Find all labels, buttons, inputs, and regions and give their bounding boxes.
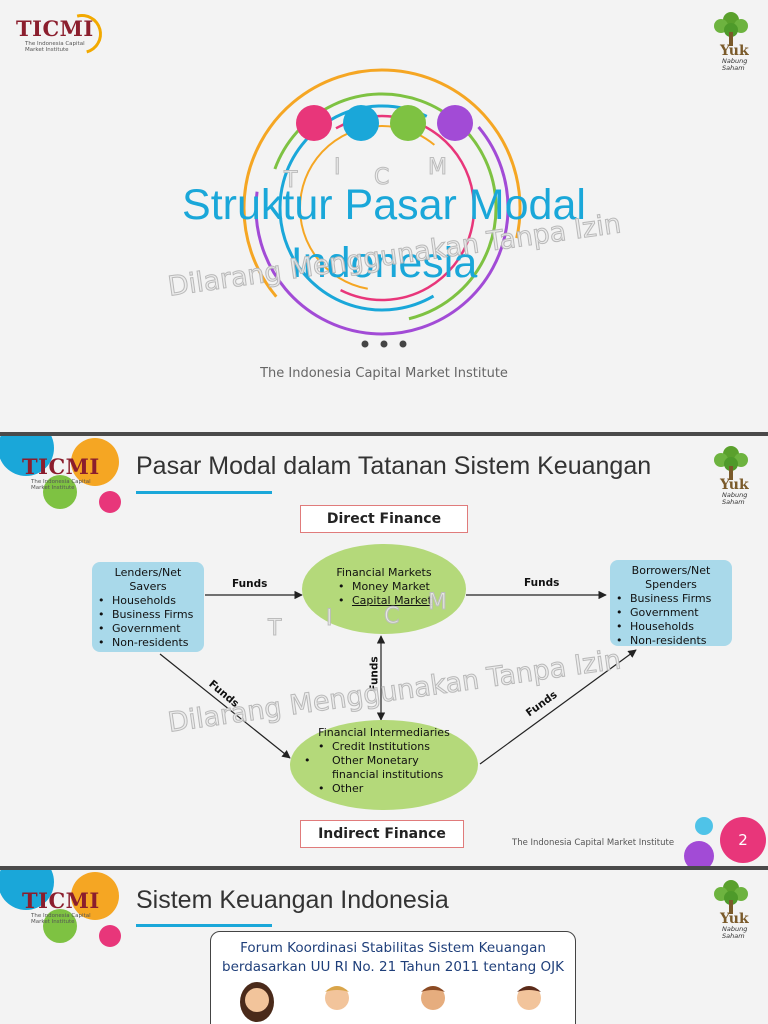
decorative-circles: [0, 436, 121, 513]
forum-line-1: Forum Koordinasi Stabilitas Sistem Keuan…: [240, 940, 546, 956]
people-icons: [240, 982, 541, 1022]
financial-markets-ellipse: Financial Markets Money Market Capital M…: [302, 544, 466, 634]
financial-markets-list: Money Market Capital Market: [338, 580, 466, 608]
yuk-logo-subtext: Nabung Saham: [722, 491, 748, 506]
list-item: Government: [98, 622, 198, 636]
decorative-circles: [0, 870, 121, 947]
slide-2: TICMI The Indonesia Capital Market Insti…: [0, 436, 768, 866]
financial-intermediaries-ellipse: Financial Intermediaries Credit Institut…: [290, 720, 478, 810]
yuk-logo-word: Yuk: [720, 43, 749, 59]
slide-1-subtitle: The Indonesia Capital Market Institute: [260, 366, 508, 381]
lenders-list: Households Business Firms Government Non…: [98, 594, 198, 650]
forum-line-2: berdasarkan UU RI No. 21 Tahun 2011 tent…: [222, 959, 564, 975]
yuk-logo-subtext: Nabung Saham: [722, 925, 748, 940]
ticmi-logo-word: TICMI: [22, 888, 100, 913]
lenders-box: Lenders/Net Savers Households Business F…: [92, 562, 204, 652]
slide-1: TICMI The Indonesia Capital Market Insti…: [0, 0, 768, 432]
title-line-1: Struktur Pasar Modal: [182, 181, 586, 229]
list-item: Government: [616, 606, 726, 620]
financial-markets-heading: Financial Markets: [336, 566, 432, 579]
ticmi-logo: TICMI The Indonesia Capital Market Insti…: [22, 888, 104, 934]
slide-divider: [0, 866, 768, 870]
yuk-nabung-saham-logo: Yuk Nabung Saham: [708, 878, 758, 942]
flow-arrows: [159, 590, 637, 765]
tree-icon: [714, 446, 748, 480]
borrowers-box: Borrowers/Net Spenders Business Firms Go…: [610, 560, 732, 648]
yuk-logo-word: Yuk: [720, 911, 749, 927]
yuk-logo-subtext: Nabung Saham: [722, 57, 748, 72]
slide-footer: The Indonesia Capital Market Institute: [512, 838, 675, 848]
ticmi-logo-subtext: The Indonesia Capital Market Institute: [31, 913, 91, 925]
page-number: 2: [720, 817, 766, 863]
list-item: Households: [98, 594, 198, 608]
slide-3: TICMI The Indonesia Capital Market Insti…: [0, 870, 768, 1024]
list-item: Households: [616, 620, 726, 634]
list-item: Other: [318, 782, 460, 796]
title-underline: [136, 924, 272, 927]
ticmi-logo-subtext: The Indonesia Capital Market Institute: [31, 479, 91, 491]
title-underline: [136, 491, 272, 494]
slide-3-title: Sistem Keuangan Indonesia: [136, 886, 449, 914]
title-line-2: Indonesia: [290, 239, 478, 287]
ticmi-logo-subtext: The Indonesia Capital Market Institute: [25, 41, 85, 53]
ticmi-logo-word: TICMI: [16, 16, 94, 41]
direct-finance-label: Direct Finance: [300, 505, 468, 533]
lenders-heading: Lenders/Net Savers: [114, 566, 182, 593]
yuk-nabung-saham-logo: Yuk Nabung Saham: [708, 10, 758, 74]
woman-avatar-icon: [240, 982, 274, 1022]
ticmi-logo-word: TICMI: [22, 454, 100, 479]
man-avatar-icon: [517, 986, 541, 1010]
financial-intermediaries-heading: Financial Intermediaries: [318, 726, 450, 739]
list-item: Business Firms: [616, 592, 726, 606]
list-item: Non-residents: [98, 636, 198, 650]
slide-1-title: Struktur Pasar Modal Indonesia: [120, 176, 648, 292]
yuk-nabung-saham-logo: Yuk Nabung Saham: [708, 444, 758, 508]
borrowers-list: Business Firms Government Households Non…: [616, 592, 726, 648]
funds-label: Funds: [232, 578, 268, 590]
list-item: Credit Institutions: [318, 740, 460, 754]
list-item: Other Monetary financial institutions: [318, 754, 460, 782]
list-item: Capital Market: [338, 594, 466, 608]
borrowers-heading: Borrowers/Net Spenders: [631, 564, 711, 591]
man-avatar-icon: [421, 986, 445, 1010]
yuk-logo-word: Yuk: [720, 477, 749, 493]
ticmi-logo: TICMI The Indonesia Capital Market Insti…: [22, 454, 104, 500]
decorative-dots: [684, 817, 714, 866]
funds-label: Funds: [524, 577, 560, 589]
indirect-finance-label: Indirect Finance: [300, 820, 464, 848]
list-item: Non-residents: [616, 634, 726, 648]
forum-koordinasi-box: Forum Koordinasi Stabilitas Sistem Keuan…: [210, 931, 576, 1024]
list-item: Money Market: [338, 580, 466, 594]
slide-divider: [0, 432, 768, 436]
tree-icon: [714, 880, 748, 914]
financial-intermediaries-list: Credit Institutions Other Monetary finan…: [318, 740, 460, 796]
man-avatar-icon: [325, 986, 349, 1010]
tree-icon: [714, 12, 748, 46]
funds-label: Funds: [368, 656, 381, 692]
list-item: Business Firms: [98, 608, 198, 622]
decorative-rings: [242, 68, 522, 348]
slide-2-title: Pasar Modal dalam Tatanan Sistem Keuanga…: [136, 452, 652, 480]
ticmi-logo: TICMI The Indonesia Capital Market Insti…: [16, 6, 110, 62]
